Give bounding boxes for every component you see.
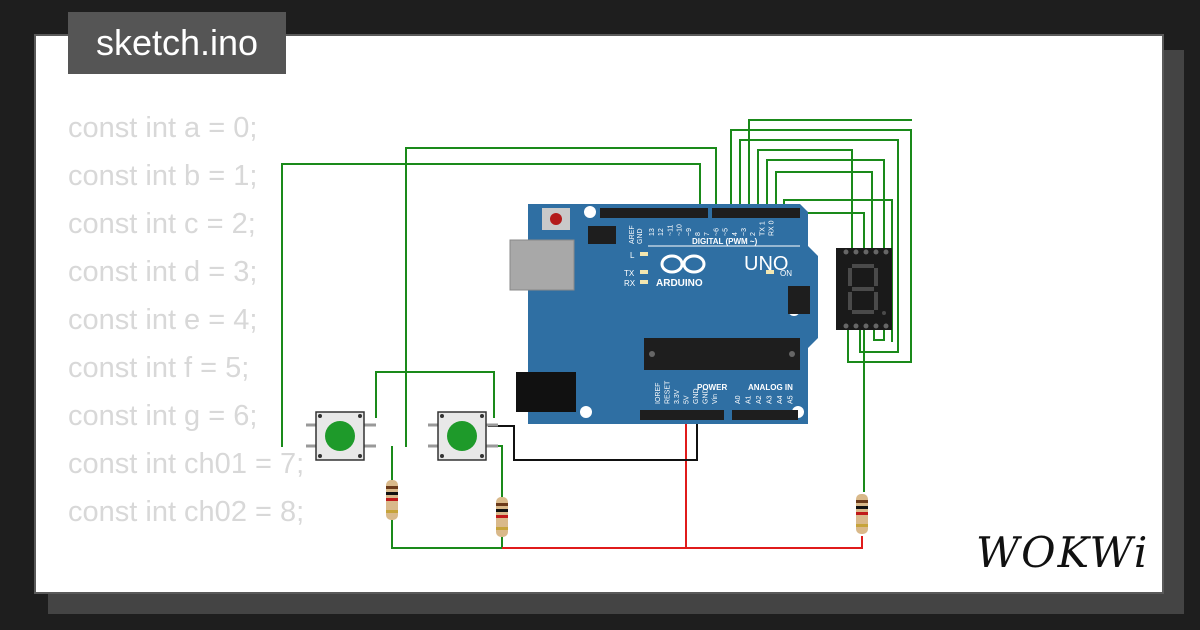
wire-button-link[interactable] xyxy=(375,371,495,418)
icsp-header-2 xyxy=(788,286,810,314)
wire-segment-a[interactable] xyxy=(730,129,912,363)
power-pin-label: GND xyxy=(703,388,710,404)
analog-pin-label: A5 xyxy=(788,395,795,404)
uno-label: UNO xyxy=(744,253,788,275)
arduino-logo-icon xyxy=(660,254,706,274)
code-line: const int c = 2; xyxy=(68,208,256,240)
digital-pin-label: ~3 xyxy=(741,228,748,236)
pushbutton-1[interactable] xyxy=(306,411,376,461)
led-rx-label: RX xyxy=(624,279,636,288)
file-tab-label: sketch.ino xyxy=(95,22,259,63)
mount-hole xyxy=(584,206,596,218)
wire-button1-signal[interactable] xyxy=(281,163,701,447)
usb-port xyxy=(509,239,575,291)
code-line: const int a = 0; xyxy=(68,112,258,144)
wire-segment-b[interactable] xyxy=(739,139,899,353)
arduino-uno-board[interactable]: DIGITAL (PWM ~) UNO ARDUINO L TX RX ON P… xyxy=(509,204,818,424)
led-on-label: ON xyxy=(780,269,792,278)
digital-pin-label: RX 0 xyxy=(769,220,776,236)
code-line: const int e = 4; xyxy=(68,304,258,336)
led-l-label: L xyxy=(630,251,635,260)
digital-header-left xyxy=(600,208,708,218)
pushbutton-2[interactable] xyxy=(428,411,498,461)
power-label: POWER xyxy=(697,383,727,392)
file-tab[interactable]: sketch.ino xyxy=(68,12,286,74)
led-rx xyxy=(640,280,648,284)
digital-pin-label: ~6 xyxy=(713,228,720,236)
analog-header xyxy=(732,410,798,420)
digital-pin-label: 4 xyxy=(732,232,739,236)
wokwi-logo-text: WOKWi xyxy=(976,527,1150,577)
digital-pin-label: 12 xyxy=(658,228,665,236)
power-pin-label: GND xyxy=(693,388,700,404)
display-segments xyxy=(848,264,886,315)
wire-segment-f[interactable] xyxy=(775,171,873,248)
resistor-2[interactable] xyxy=(496,497,508,537)
power-pin-label: 3.3V xyxy=(674,389,681,404)
aref-pin-label: AREF xyxy=(629,225,636,244)
code-line: const int ch02 = 8; xyxy=(68,496,305,528)
code-line: const int g = 6; xyxy=(68,400,258,432)
resistor-3[interactable] xyxy=(856,494,868,534)
digital-pin-label: 13 xyxy=(649,228,656,236)
icsp-header xyxy=(588,226,616,244)
code-line: const int b = 1; xyxy=(68,160,258,192)
wokwi-logo: WOKWi xyxy=(976,526,1152,578)
digital-header-right xyxy=(712,208,800,218)
digital-pin-label: ~9 xyxy=(686,228,693,236)
code-listing: const int a = 0; const int b = 1; const … xyxy=(68,104,304,536)
power-header xyxy=(640,410,724,420)
wire-segment-c[interactable] xyxy=(748,119,912,213)
led-l xyxy=(640,252,648,256)
seven-segment-display[interactable] xyxy=(836,248,892,330)
power-pin-label: Vin xyxy=(712,394,719,404)
wire-5v[interactable] xyxy=(502,412,863,549)
resistor-1[interactable] xyxy=(386,480,398,520)
atmega-chip xyxy=(644,338,800,370)
digital-label: DIGITAL (PWM ~) xyxy=(692,237,758,246)
digital-pin-label: ~11 xyxy=(667,225,674,236)
digital-pin-label: ~5 xyxy=(723,228,730,236)
power-pin-label: IOREF xyxy=(655,383,662,404)
led-tx xyxy=(640,270,648,274)
analog-pin-label: A0 xyxy=(735,395,742,404)
wire-button2-signal[interactable] xyxy=(405,147,717,447)
digital-pin-label: 2 xyxy=(750,232,757,236)
digital-pin-label: 8 xyxy=(695,232,702,236)
led-tx-label: TX xyxy=(624,269,635,278)
wire-gnd[interactable] xyxy=(488,412,698,461)
gnd-pin-label: GND xyxy=(637,228,644,244)
analog-pin-label: A4 xyxy=(777,395,784,404)
wire-common[interactable] xyxy=(794,212,865,248)
power-jack xyxy=(516,372,576,412)
code-line: const int d = 3; xyxy=(68,256,258,288)
digital-pin-label: TX 1 xyxy=(759,221,766,236)
arduino-brand: ARDUINO xyxy=(656,278,703,289)
analog-pin-label: A2 xyxy=(756,395,763,404)
code-line: const int f = 5; xyxy=(68,352,250,384)
analog-label: ANALOG IN xyxy=(748,383,793,392)
analog-pin-label: A3 xyxy=(767,395,774,404)
power-pin-label: 5V xyxy=(684,395,691,404)
code-line: const int ch01 = 7; xyxy=(68,448,305,480)
digital-pin-label: 7 xyxy=(704,232,711,236)
reset-button-cap xyxy=(550,213,562,225)
analog-pin-label: A1 xyxy=(746,395,753,404)
led-on xyxy=(766,270,774,274)
mount-hole xyxy=(580,406,592,418)
digital-pin-label: ~10 xyxy=(677,224,684,236)
wire-button2-res[interactable] xyxy=(488,445,503,497)
power-pin-label: RESET xyxy=(665,380,672,404)
wire-resistor-link[interactable] xyxy=(391,520,503,549)
